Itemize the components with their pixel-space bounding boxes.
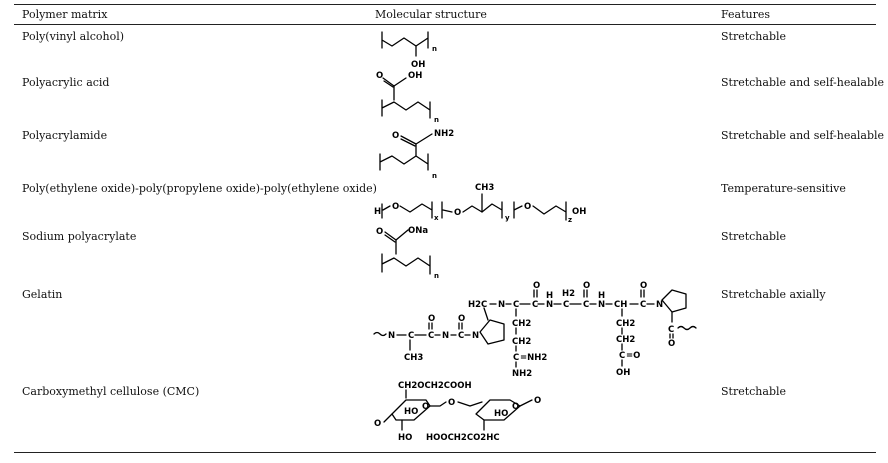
row-pam-matrix: Polyacrylamide: [22, 129, 108, 142]
svg-text:C: C: [513, 353, 519, 363]
svg-text:OH: OH: [411, 60, 425, 70]
svg-text:O: O: [422, 402, 429, 412]
svg-text:N: N: [598, 300, 605, 310]
header-polymer-matrix: Polymer matrix: [22, 8, 108, 21]
svg-text:CH2: CH2: [616, 319, 635, 329]
svg-text:n: n: [434, 116, 439, 124]
structure-pva: OH n: [381, 31, 437, 70]
svg-text:C: C: [532, 300, 538, 310]
row-pva-features: Stretchable: [721, 30, 787, 43]
svg-text:OH: OH: [408, 71, 422, 81]
row-gelatin-features: Stretchable axially: [721, 288, 826, 301]
svg-text:O: O: [640, 281, 647, 291]
svg-text:n: n: [434, 272, 439, 280]
table-top-rule: [14, 4, 876, 5]
svg-text:O: O: [512, 402, 519, 412]
svg-text:C: C: [458, 331, 464, 341]
row-pluronic-matrix: Poly(ethylene oxide)-poly(propylene oxid…: [22, 182, 377, 195]
svg-text:n: n: [432, 172, 437, 180]
svg-text:CH3: CH3: [475, 183, 494, 193]
table-header-rule: [14, 24, 876, 25]
svg-text:O: O: [534, 396, 541, 406]
svg-text:=O: =O: [626, 351, 640, 361]
structure-spa: O ONa n: [376, 226, 439, 280]
svg-text:y: y: [505, 214, 510, 222]
row-cmc-matrix: Carboxymethyl cellulose (CMC): [22, 385, 200, 398]
row-pva-matrix: Poly(vinyl alcohol): [22, 30, 125, 43]
svg-text:O: O: [374, 419, 381, 429]
svg-text:C: C: [668, 325, 674, 335]
row-pluronic-features: Temperature-sensitive: [721, 182, 846, 195]
svg-text:x: x: [434, 214, 439, 222]
structure-cmc: CH2OCH2COOH O HO O HO O O O HO HOOCH2CO2…: [374, 381, 541, 443]
svg-text:HOOCH2CO2HC: HOOCH2CO2HC: [426, 433, 500, 443]
svg-text:OH: OH: [616, 368, 630, 378]
row-gelatin-matrix: Gelatin: [22, 288, 63, 301]
svg-text:C: C: [408, 331, 414, 341]
structure-pam: O NH2 n: [379, 129, 454, 180]
svg-text:N: N: [442, 331, 449, 341]
svg-text:O: O: [583, 281, 590, 291]
svg-text:NH2: NH2: [434, 129, 454, 139]
header-features: Features: [721, 8, 771, 21]
svg-text:C: C: [563, 300, 569, 310]
svg-text:z: z: [568, 216, 572, 224]
svg-text:ONa: ONa: [408, 226, 428, 236]
row-paa-features: Stretchable and self-healable: [721, 76, 885, 89]
svg-text:O: O: [376, 227, 383, 237]
svg-text:H: H: [598, 291, 605, 301]
svg-text:N: N: [656, 300, 663, 310]
svg-text:N: N: [388, 331, 395, 341]
table-bottom-rule: [14, 452, 876, 453]
svg-text:C: C: [619, 351, 625, 361]
row-pam-features: Stretchable and self-healable: [721, 129, 885, 142]
svg-text:O: O: [668, 339, 675, 349]
svg-text:O: O: [533, 281, 540, 291]
svg-text:O: O: [448, 398, 455, 408]
svg-text:O: O: [428, 314, 435, 324]
row-spa-matrix: Sodium polyacrylate: [22, 230, 137, 243]
svg-text:HO: HO: [404, 407, 418, 417]
svg-text:n: n: [432, 45, 437, 53]
row-cmc-features: Stretchable: [721, 385, 787, 398]
svg-text:NH2: NH2: [512, 369, 532, 379]
header-molecular-structure: Molecular structure: [375, 8, 487, 21]
svg-text:OH: OH: [572, 207, 586, 217]
svg-text:CH3: CH3: [404, 353, 423, 363]
svg-text:CH2OCH2COOH: CH2OCH2COOH: [398, 381, 472, 391]
svg-text:N: N: [472, 331, 479, 341]
svg-text:O: O: [454, 208, 461, 218]
svg-text:O: O: [524, 202, 531, 212]
svg-text:C: C: [583, 300, 589, 310]
svg-text:O: O: [376, 71, 383, 81]
svg-text:=NH2: =NH2: [520, 353, 547, 363]
svg-text:C: C: [428, 331, 434, 341]
svg-text:H: H: [546, 291, 553, 301]
svg-text:CH2: CH2: [616, 335, 635, 345]
svg-text:CH2: CH2: [512, 337, 531, 347]
svg-text:O: O: [392, 202, 399, 212]
svg-text:H: H: [374, 207, 381, 217]
svg-text:H2C: H2C: [468, 300, 487, 310]
structure-gelatin: H2C N C C N C C N CH C N O O O H H2 H C …: [373, 281, 697, 379]
svg-text:CH2: CH2: [512, 319, 531, 329]
svg-text:CH: CH: [614, 300, 627, 310]
svg-text:HO: HO: [398, 433, 412, 443]
structure-pluronic: H O x O CH3 y O z OH: [374, 183, 586, 224]
svg-text:HO: HO: [494, 409, 508, 419]
structure-paa: O OH n: [376, 71, 439, 124]
svg-text:C: C: [640, 300, 646, 310]
svg-text:N: N: [546, 300, 553, 310]
svg-text:H2: H2: [562, 289, 575, 299]
row-paa-matrix: Polyacrylic acid: [22, 76, 110, 89]
row-spa-features: Stretchable: [721, 230, 787, 243]
svg-text:C: C: [513, 300, 519, 310]
svg-text:O: O: [458, 314, 465, 324]
svg-text:N: N: [498, 300, 505, 310]
svg-text:O: O: [392, 131, 399, 141]
